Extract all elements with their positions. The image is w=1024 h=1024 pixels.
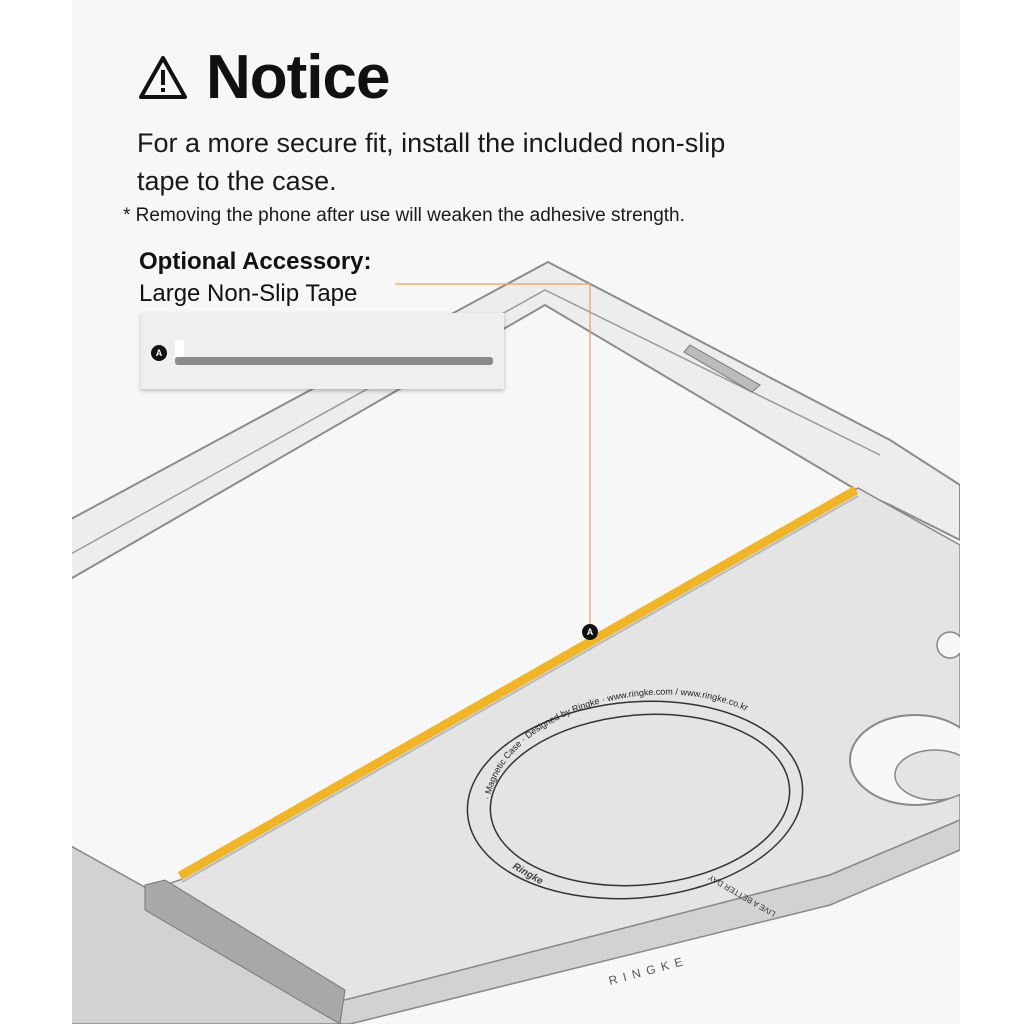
- notice-header: Notice: [138, 42, 390, 113]
- accessory-marker: A: [151, 345, 167, 361]
- tape-location-marker: A: [582, 624, 598, 640]
- magnetic-ring-inner: [489, 713, 791, 887]
- accessory-callout: A: [141, 313, 504, 389]
- notice-lead: For a more secure fit, install the inclu…: [137, 128, 726, 196]
- accessory-heading: Optional Accessory:: [139, 248, 372, 275]
- warning-triangle-icon: [139, 55, 187, 99]
- case-frame: [72, 260, 960, 580]
- case-back-plate: [149, 487, 960, 1024]
- edge-logo: RINGKE: [607, 953, 690, 988]
- flash-cutout: [936, 631, 960, 659]
- frame-inner-edge: [72, 289, 881, 555]
- accessory-name: Large Non-Slip Tape: [139, 280, 358, 307]
- tape-illustration: [175, 357, 493, 365]
- camera-cutout-inner: [894, 749, 960, 801]
- side-button: [683, 344, 761, 393]
- tape-shadow: [181, 495, 859, 883]
- callout-leader-line: [395, 283, 591, 632]
- page-title: Notice: [206, 43, 390, 112]
- hinge-left: [144, 879, 346, 1024]
- notice-footnote: * Removing the phone after use will weak…: [123, 205, 685, 226]
- non-slip-tape: [177, 486, 859, 880]
- magnetic-ring-outer: [466, 700, 804, 900]
- tape-liner: [175, 340, 184, 357]
